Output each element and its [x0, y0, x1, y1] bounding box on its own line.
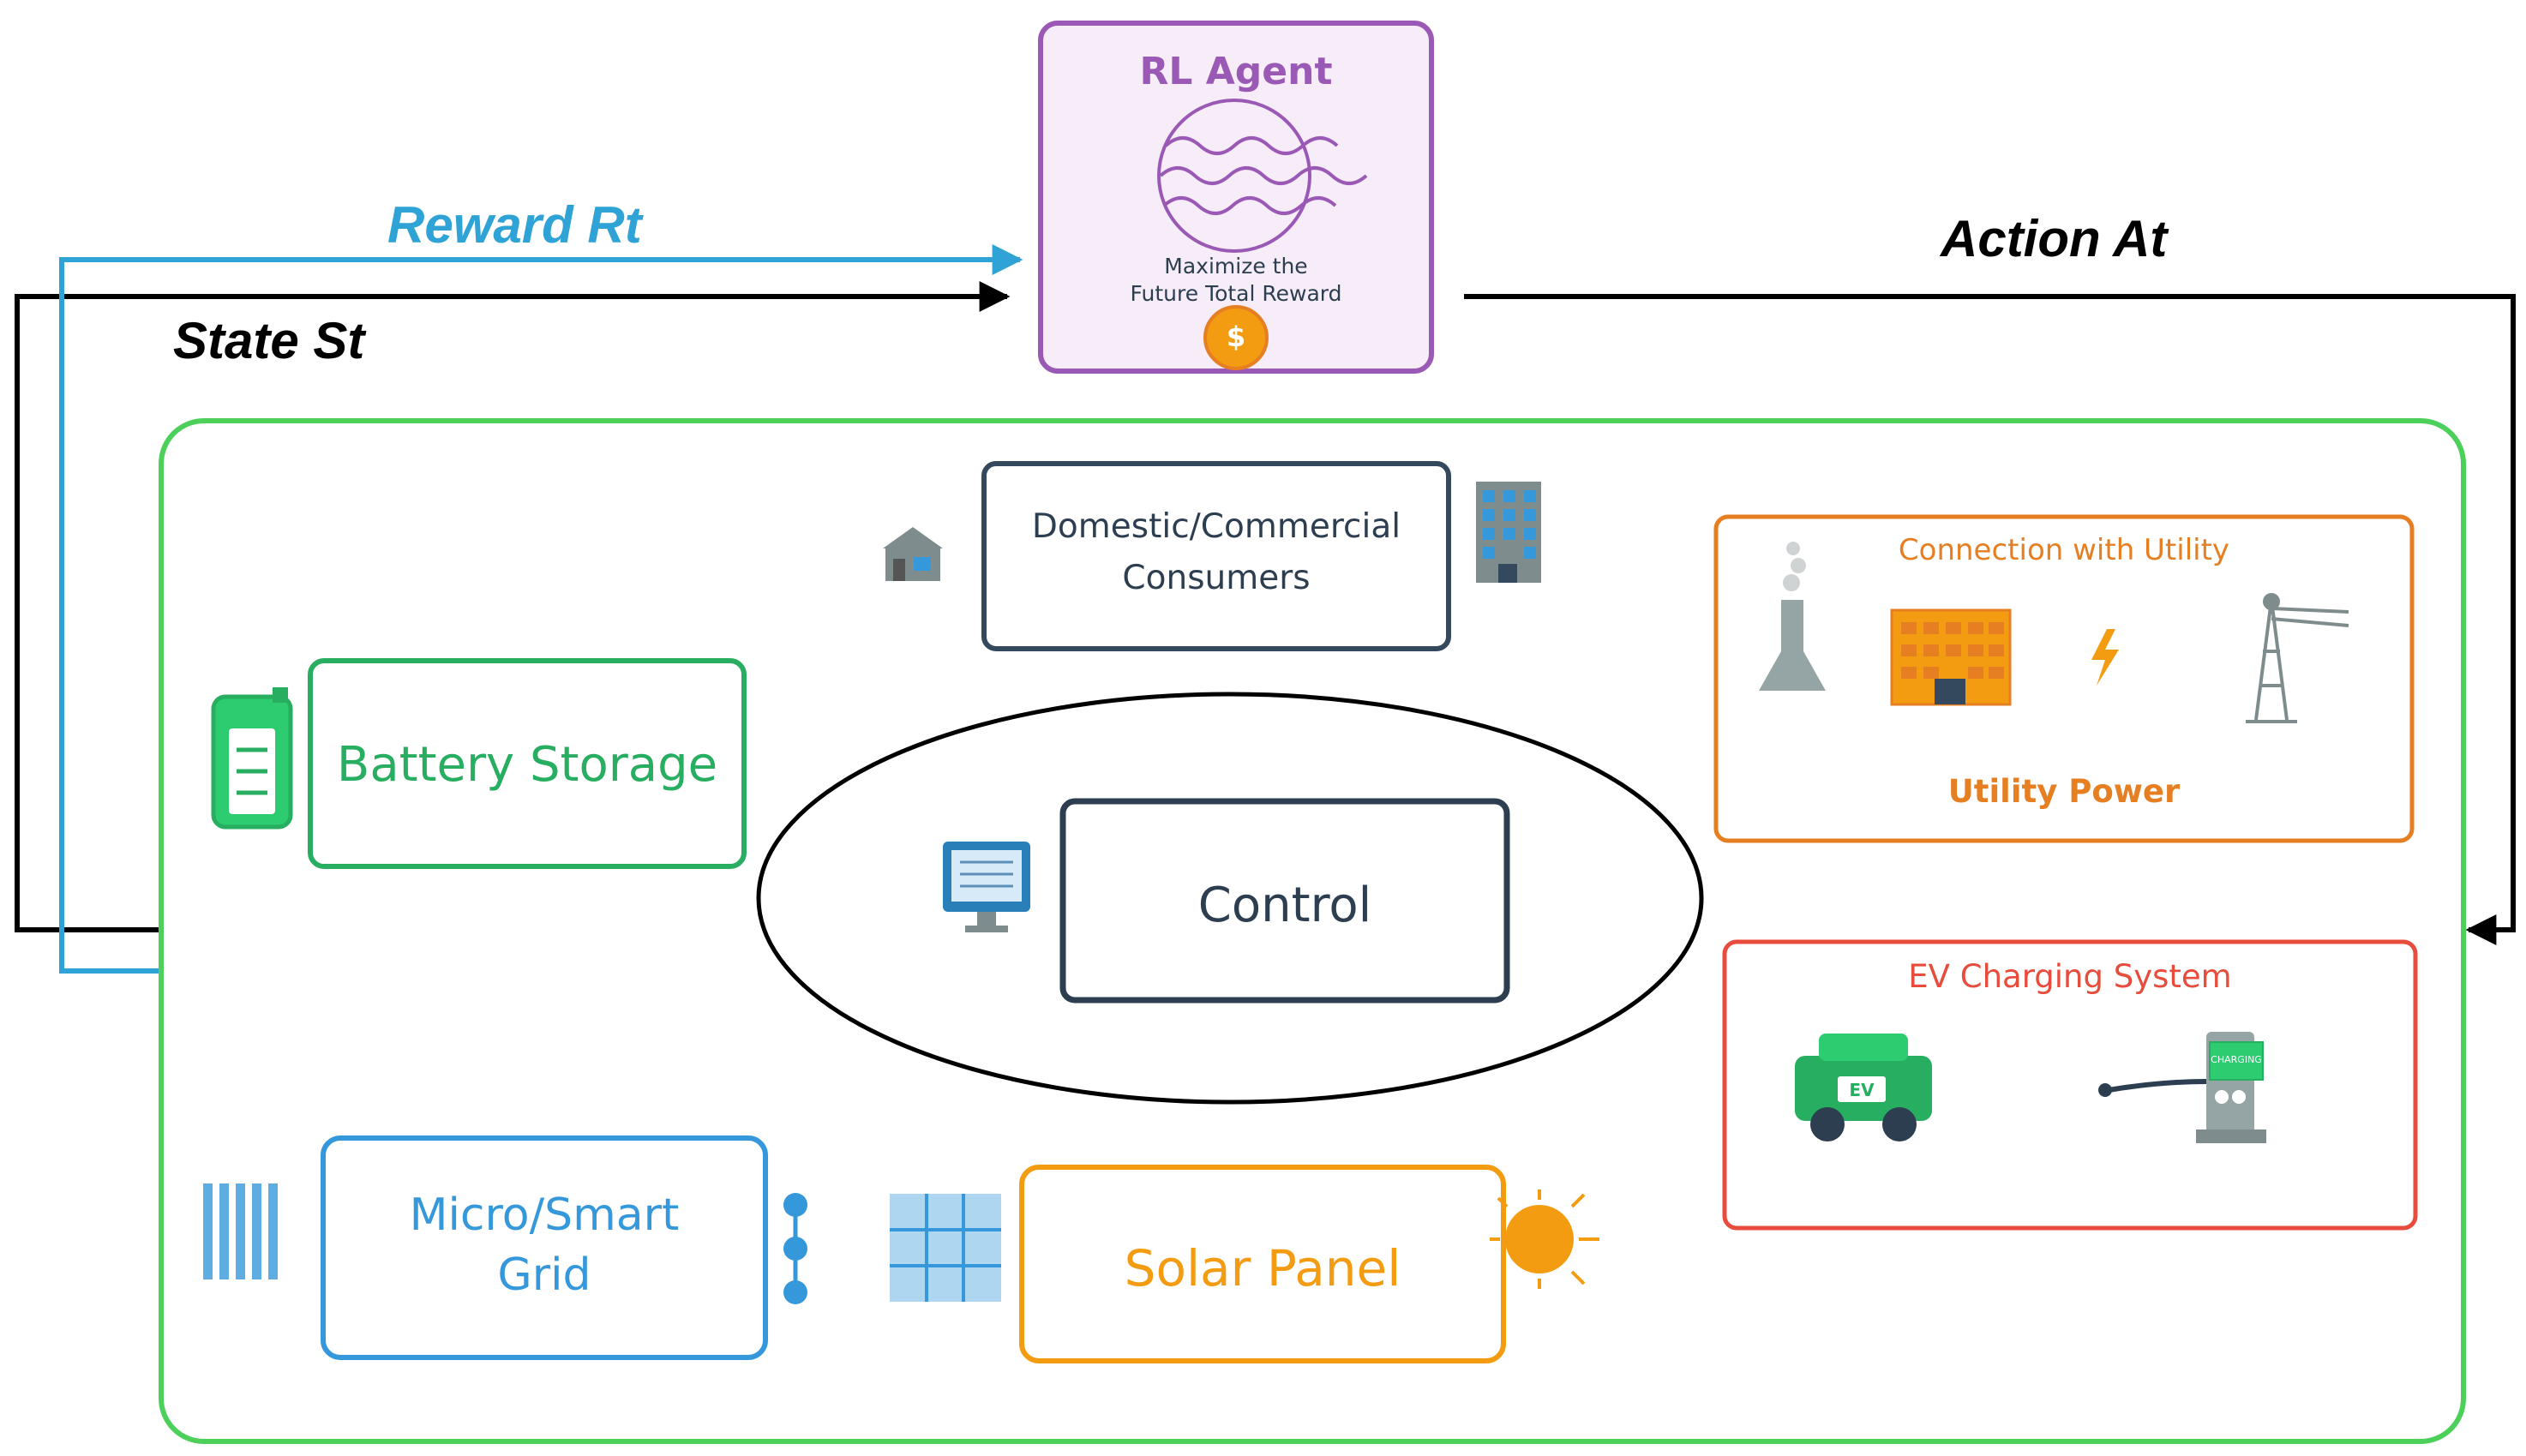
ev-title: EV Charging System — [1908, 958, 2232, 995]
battery-icon — [211, 687, 293, 830]
utility-power-label: Utility Power — [1947, 773, 2181, 810]
charging-label: CHARGING — [2211, 1054, 2262, 1065]
agent-caption-line1: Maximize the — [1164, 254, 1308, 279]
computer-monitor-icon — [943, 842, 1030, 932]
grid-bars-icon — [203, 1183, 278, 1279]
electric-car-icon — [1795, 1034, 1932, 1141]
grid-label-line1: Micro/Smart — [409, 1189, 680, 1241]
solar-grid-icon — [890, 1194, 1001, 1302]
power-transmission-tower-icon — [2246, 593, 2349, 723]
rl-agent-box — [1038, 21, 1434, 374]
charging-station-icon — [2098, 1032, 2266, 1143]
agent-caption-line2: Future Total Reward — [1130, 281, 1342, 306]
state-arrow — [15, 281, 1011, 932]
control-box — [1059, 798, 1510, 1004]
utility-box — [1713, 514, 2415, 843]
action-arrow — [1464, 294, 2516, 945]
node-network-icon — [783, 1193, 807, 1304]
agent-title: RL Agent — [1139, 50, 1333, 93]
coin-icon — [1203, 305, 1269, 370]
solar-label: Solar Panel — [1124, 1239, 1401, 1297]
coin-symbol: $ — [1226, 321, 1246, 353]
ev-badge: EV — [1849, 1080, 1875, 1100]
office-building-icon — [1476, 482, 1541, 583]
power-plant-chimney-icon — [1759, 542, 1826, 691]
consumers-label-line2: Consumers — [1122, 559, 1311, 597]
house-icon — [883, 527, 943, 581]
grid-label-line2: Grid — [497, 1249, 591, 1301]
reward-arrow — [59, 244, 1023, 974]
consumers-label-line1: Domestic/Commercial — [1031, 507, 1401, 546]
consumers-box — [981, 461, 1451, 651]
sun-icon — [1490, 1189, 1599, 1289]
brain-icon — [1157, 99, 1368, 253]
lightning-bolt-icon — [2091, 629, 2119, 686]
battery-box — [308, 658, 747, 869]
power-station-building-icon — [1890, 608, 2012, 706]
reward-label: Reward Rt — [387, 196, 642, 254]
solar-box — [1019, 1165, 1506, 1363]
grid-box — [321, 1135, 768, 1360]
battery-label: Battery Storage — [336, 737, 718, 793]
state-label: State St — [173, 312, 365, 369]
control-label: Control — [1197, 878, 1372, 933]
action-label: Action At — [1941, 210, 2168, 267]
utility-title: Connection with Utility — [1898, 533, 2230, 567]
ev-box — [1722, 939, 2418, 1231]
